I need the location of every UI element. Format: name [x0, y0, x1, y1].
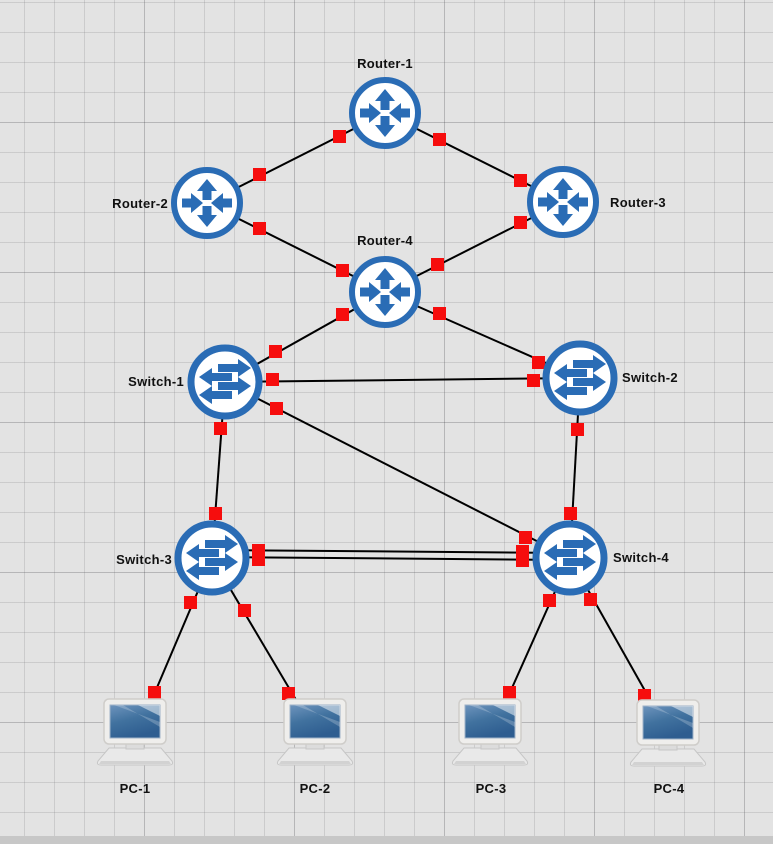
link-endpoint-marker — [148, 686, 161, 699]
pc-icon — [451, 698, 529, 766]
link-switch1-switch2[interactable] — [224, 377, 581, 383]
node-label-router-1[interactable]: Router-1 — [357, 56, 413, 71]
link-endpoint-marker — [514, 174, 527, 187]
link-endpoint-marker — [503, 686, 516, 699]
router-icon — [352, 80, 418, 146]
link-endpoint-marker — [543, 594, 556, 607]
link-endpoint-marker — [282, 687, 295, 700]
link-endpoint-marker — [270, 402, 283, 415]
link-endpoint-marker — [584, 593, 597, 606]
link-endpoint-marker — [266, 373, 279, 386]
link-endpoint-marker — [252, 553, 265, 566]
node-switch-2[interactable] — [546, 344, 614, 412]
link-endpoint-marker — [336, 264, 349, 277]
router-icon — [352, 259, 418, 325]
link-endpoint-marker — [269, 345, 282, 358]
node-label-router-4[interactable]: Router-4 — [357, 233, 413, 248]
link-endpoint-marker — [336, 308, 349, 321]
link-endpoint-marker — [527, 374, 540, 387]
node-label-pc-4[interactable]: PC-4 — [654, 781, 685, 796]
link-endpoint-marker — [333, 130, 346, 143]
link-endpoint-marker — [238, 604, 251, 617]
node-switch-3[interactable] — [178, 524, 246, 592]
node-pc-2[interactable] — [276, 698, 354, 766]
node-pc-1[interactable] — [96, 698, 174, 766]
nodes-layer — [96, 80, 707, 767]
link-endpoint-marker — [209, 507, 222, 520]
node-router-3[interactable] — [530, 169, 596, 235]
pc-icon — [96, 698, 174, 766]
link-endpoint-marker — [564, 507, 577, 520]
pc-icon — [629, 699, 707, 767]
link-endpoint-marker — [431, 258, 444, 271]
node-label-pc-3[interactable]: PC-3 — [476, 781, 507, 796]
switch-icon — [191, 348, 259, 416]
link-endpoint-marker — [253, 222, 266, 235]
link-switch3-switch4-b[interactable] — [211, 556, 571, 561]
node-label-pc-1[interactable]: PC-1 — [120, 781, 151, 796]
node-label-switch-2[interactable]: Switch-2 — [622, 370, 678, 385]
node-label-pc-2[interactable]: PC-2 — [300, 781, 331, 796]
node-label-switch-3[interactable]: Switch-3 — [116, 552, 172, 567]
node-label-router-3[interactable]: Router-3 — [610, 195, 666, 210]
link-endpoint-marker — [433, 133, 446, 146]
link-switch3-switch4-a[interactable] — [211, 549, 571, 554]
node-router-1[interactable] — [352, 80, 418, 146]
switch-icon — [546, 344, 614, 412]
link-endpoint-marker — [532, 356, 545, 369]
link-endpoint-marker — [638, 689, 651, 702]
switch-icon — [536, 524, 604, 592]
node-label-router-2[interactable]: Router-2 — [112, 196, 168, 211]
node-router-4[interactable] — [352, 259, 418, 325]
link-endpoint-marker — [184, 596, 197, 609]
node-switch-4[interactable] — [536, 524, 604, 592]
node-switch-1[interactable] — [191, 348, 259, 416]
node-router-2[interactable] — [174, 170, 240, 236]
link-endpoint-marker — [214, 422, 227, 435]
switch-icon — [178, 524, 246, 592]
router-icon — [174, 170, 240, 236]
labels-layer: Router-1 Router-2 Router-3 Router-4 Swit… — [112, 56, 685, 796]
pc-icon — [276, 698, 354, 766]
router-icon — [530, 169, 596, 235]
canvas-bottom-edge — [0, 836, 773, 844]
node-pc-3[interactable] — [451, 698, 529, 766]
node-label-switch-1[interactable]: Switch-1 — [128, 374, 184, 389]
link-endpoint-marker — [514, 216, 527, 229]
link-endpoint-marker — [516, 554, 529, 567]
link-endpoint-marker — [253, 168, 266, 181]
link-endpoint-marker — [571, 423, 584, 436]
link-endpoint-marker — [519, 531, 532, 544]
link-endpoint-marker — [433, 307, 446, 320]
node-pc-4[interactable] — [629, 699, 707, 767]
node-label-switch-4[interactable]: Switch-4 — [613, 550, 669, 565]
